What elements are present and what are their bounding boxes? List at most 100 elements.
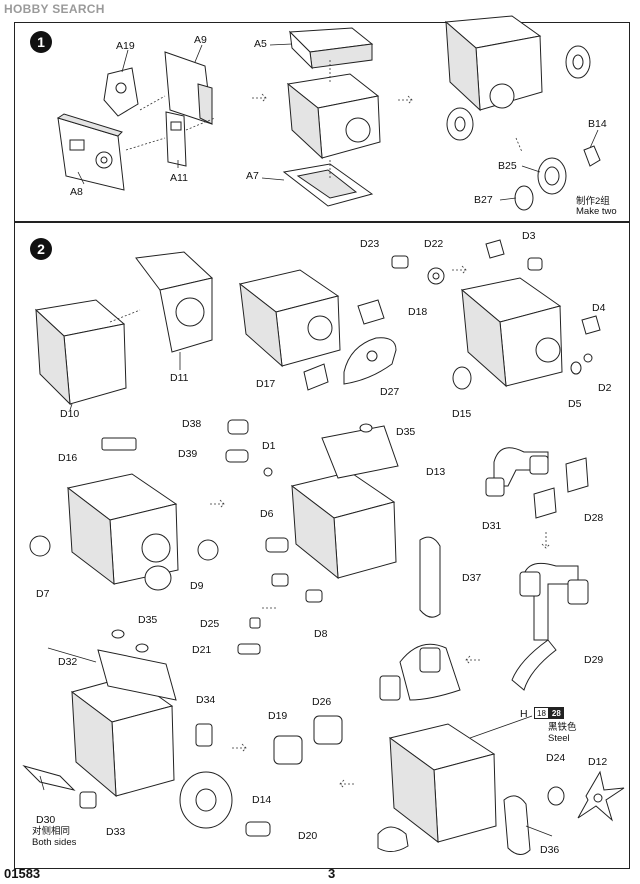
part-d35-a [111,629,125,639]
engine-block-assembled [444,15,591,141]
cylinder-d19-d26 [273,715,343,765]
part-d15 [452,366,472,390]
label-d23: D23 [360,238,380,250]
label-d36: D36 [540,844,560,856]
label-a9: A9 [194,34,207,46]
part-d4 [581,315,601,335]
heat-shield-d28a [565,457,589,493]
label-d10: D10 [60,408,80,420]
label-b25: B25 [498,160,517,172]
engine-with-d13 [290,471,397,580]
label-a11: A11 [170,172,188,184]
label-d19: D19 [268,710,288,722]
plate-a11 [165,111,187,167]
block-joined [238,269,341,368]
engine-with-d16 [66,473,179,586]
cover-d27 [343,337,397,385]
part-d21 [237,643,261,655]
note-steel-en: Steel [548,733,570,744]
step-2-number: 2 [30,238,52,260]
label-d20: D20 [298,830,318,842]
note-both-sides-cn: 对侧相同 [32,826,71,837]
block-half-d10 [34,299,127,406]
part-d7 [29,535,51,557]
label-d11: D11 [170,372,189,384]
cover-d13 [321,425,399,479]
bracket-d18 [357,299,385,325]
part-d33 [79,791,97,809]
label-b27: B27 [474,194,493,206]
exhaust-d29 [511,562,589,691]
block-right-step2 [460,277,563,388]
label-d12: D12 [588,756,608,768]
part-d25 [249,617,261,629]
label-d16: D16 [58,452,78,464]
label-d14: D14 [252,794,272,806]
belt-d37 [419,536,441,618]
label-d30: D30 [36,814,56,826]
step-1-panel [14,22,630,222]
part-d6 [265,537,289,553]
label-d13: D13 [426,466,446,478]
fan-d12 [577,770,625,822]
plate-a9 [164,51,213,125]
label-d24: D24 [546,752,566,764]
part-d3 [485,239,505,259]
label-a8: A8 [70,186,83,198]
pulley-set [514,145,601,211]
part-d3b [527,257,543,271]
paint-code-badge: 18 28 [534,707,564,719]
label-d15: D15 [452,408,472,420]
label-d2: D2 [598,382,612,394]
label-d27: D27 [380,386,400,398]
flywheel-d14 [179,771,233,829]
note-both-sides-en: Both sides [32,837,77,848]
label-d1: D1 [262,440,276,452]
label-d38: D38 [182,418,202,430]
label-d39: D39 [178,448,198,460]
starter-d9 [144,539,219,591]
label-a7: A7 [246,170,259,182]
label-d4: D4 [592,302,606,314]
part-d38-d39 [225,419,273,477]
label-d18: D18 [408,306,428,318]
part-d34 [195,723,213,747]
label-d34: D34 [196,694,216,706]
part-d16 [101,437,137,451]
note-make-two-cn: 制作2组 [576,196,610,207]
label-d5: D5 [568,398,582,410]
engine-block-step1 [286,73,381,160]
label-d31: D31 [482,520,502,532]
label-d37: D37 [462,572,482,584]
watermark: HOBBY SEARCH [4,2,105,16]
label-h: H [520,708,528,720]
label-d33: D33 [106,826,126,838]
part-d5 [570,361,582,375]
label-d32: D32 [58,656,78,668]
engine-final [377,643,531,855]
fitting-d23 [391,255,409,269]
product-code: 01583 [4,866,41,881]
label-d3: D3 [522,230,536,242]
fitting-d22 [427,267,445,285]
label-a5: A5 [254,38,267,50]
part-d20 [245,821,271,837]
step-2-panel [14,222,630,869]
side-panel-a8 [56,113,125,191]
label-d21: D21 [192,644,212,656]
label-a19: A19 [116,40,135,52]
label-d7: D7 [36,588,50,600]
heat-shield-d28b [533,487,557,519]
paint-code-b: 28 [548,707,564,719]
engine-with-d32 [70,675,175,798]
part-d24 [547,786,565,806]
part-d2 [583,353,593,363]
label-d22: D22 [424,238,444,250]
note-make-two-en: Make two [576,206,617,217]
part-d8b [305,589,323,603]
part-d8a [271,573,289,587]
label-d25: D25 [200,618,220,630]
label-d29: D29 [584,654,604,666]
